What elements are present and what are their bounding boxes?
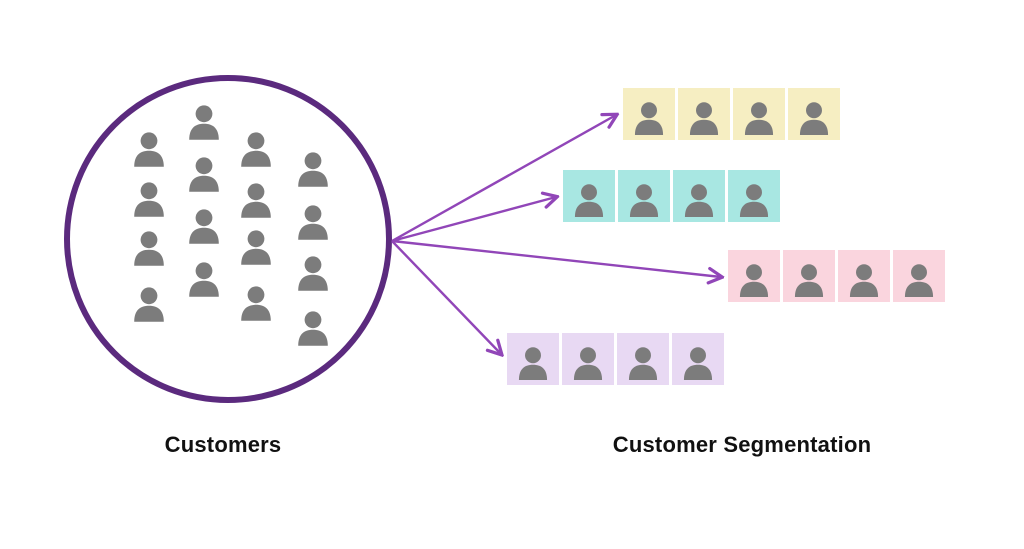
segment-member-box [618,170,670,222]
person-icon [849,264,879,297]
segment-member-box [673,170,725,222]
customers-label: Customers [164,432,282,457]
person-icon [134,132,164,167]
person-icon [739,264,769,297]
segment-row-segment-yellow [623,88,840,140]
segmentation-arrow [391,197,556,243]
segment-member-box [507,333,559,385]
segment-member-box [562,333,614,385]
segmentation-arrow [391,239,721,277]
segment-member-box [728,250,780,302]
customer-person [235,130,277,170]
segmentation-arrows [391,115,721,354]
customer-person [128,285,170,325]
customer-person [128,180,170,220]
person-icon [634,102,664,135]
segment-member-box [672,333,724,385]
customer-person [292,309,334,349]
person-icon [684,184,714,217]
person-icon [739,184,769,217]
customer-person [235,228,277,268]
segmentation-arrow [391,115,616,243]
person-icon [683,347,713,380]
customer-person [235,181,277,221]
customer-person [292,254,334,294]
segment-member-box [617,333,669,385]
segment-member-box [563,170,615,222]
person-icon [189,262,219,297]
segment-row-segment-lavender [507,333,724,385]
person-icon [134,182,164,217]
person-icon [241,286,271,321]
person-icon [574,184,604,217]
person-icon [134,287,164,322]
customers-circle [64,75,392,403]
person-icon [744,102,774,135]
person-icon [573,347,603,380]
segment-member-box [893,250,945,302]
person-icon [241,132,271,167]
person-icon [298,205,328,240]
customer-person [292,150,334,190]
segment-row-segment-pink [728,250,945,302]
segmentation-label: Customer Segmentation [612,432,872,457]
segment-member-box [678,88,730,140]
person-icon [298,256,328,291]
segment-member-box [728,170,780,222]
customer-person [183,260,225,300]
person-icon [189,209,219,244]
person-icon [799,102,829,135]
customer-person [128,229,170,269]
person-icon [904,264,934,297]
segment-member-box [788,88,840,140]
person-icon [189,157,219,192]
person-icon [518,347,548,380]
customer-person [183,155,225,195]
person-icon [629,184,659,217]
person-icon [241,183,271,218]
customer-person [183,103,225,143]
segmentation-arrow [391,240,501,354]
person-icon [689,102,719,135]
segment-member-box [838,250,890,302]
person-icon [298,311,328,346]
segment-member-box [733,88,785,140]
customer-person [128,130,170,170]
customer-person [183,207,225,247]
segment-row-segment-teal [563,170,780,222]
segment-member-box [783,250,835,302]
person-icon [628,347,658,380]
person-icon [241,230,271,265]
customer-person [235,284,277,324]
person-icon [189,105,219,140]
customer-person [292,203,334,243]
person-icon [794,264,824,297]
person-icon [134,231,164,266]
segment-member-box [623,88,675,140]
person-icon [298,152,328,187]
